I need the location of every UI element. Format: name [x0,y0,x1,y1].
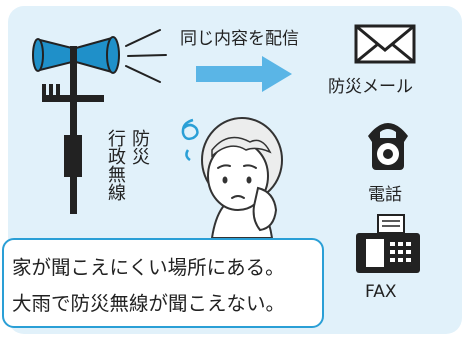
broadcast-caption: 同じ内容を配信 [180,29,299,49]
tower-label-column-1: 防災 [129,129,150,165]
fax-machine-icon [356,214,420,273]
sound-wave-lines [125,29,167,83]
speaker-horn-icon [32,36,120,74]
worried-elderly-person [201,117,283,239]
envelope-icon [354,24,416,64]
confusion-swirl-icon [181,118,199,162]
fax-channel-label: FAX [365,282,397,302]
loudspeaker-tower [42,58,104,214]
problem-line-1: 家が聞こえにくい場所にある。 [12,256,285,279]
problem-callout: 家が聞こえにくい場所にある。 大雨で防災無線が聞こえない。 [2,238,324,328]
tower-label-column-2: 行政無線 [105,129,126,201]
telephone-icon [368,123,408,170]
problem-line-2: 大雨で防災無線が聞こえない。 [12,292,286,315]
telephone-channel-label: 電話 [368,185,402,205]
broadcast-arrow [196,56,292,92]
email-channel-label: 防災メール [328,77,413,97]
